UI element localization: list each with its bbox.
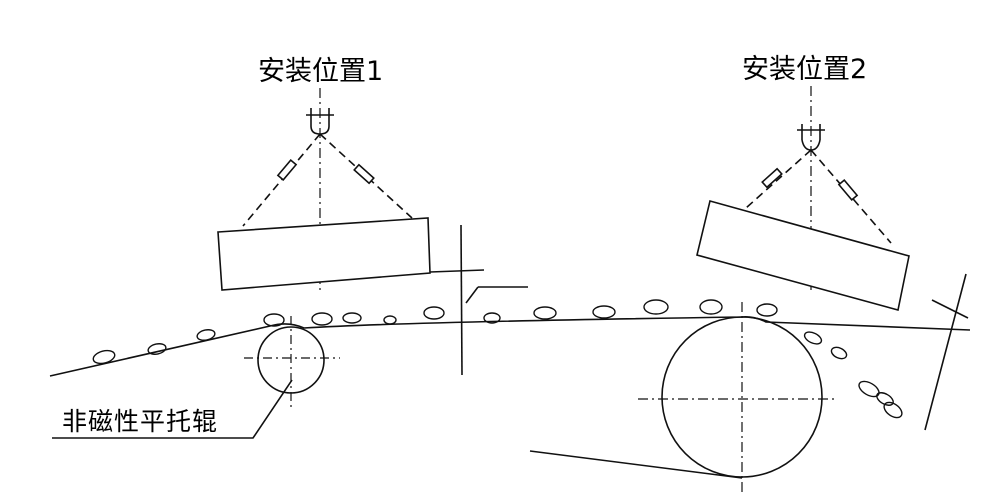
magnet-body-1 bbox=[217, 217, 431, 291]
idler-roller bbox=[52, 316, 340, 439]
chain-right-2 bbox=[810, 149, 892, 244]
reference-line-1 bbox=[460, 224, 463, 376]
head-pulley bbox=[638, 302, 838, 492]
installation-position-1-label: 安装位置1 bbox=[258, 56, 384, 87]
installation-position-2-label: 安装位置2 bbox=[742, 54, 868, 85]
material-particles bbox=[92, 299, 903, 419]
chain-right-1 bbox=[319, 133, 413, 219]
magnet-body-2 bbox=[696, 200, 910, 311]
turnbuckle-2b bbox=[837, 178, 859, 202]
reference-line-2 bbox=[924, 273, 967, 431]
turnbuckle-1b bbox=[353, 163, 375, 185]
leader-line-belt bbox=[465, 286, 479, 304]
non-magnetic-idler-label: 非磁性平托辊 bbox=[62, 407, 219, 436]
magnet-assembly-1 bbox=[217, 88, 528, 376]
chain-left-2 bbox=[745, 149, 812, 209]
leader-line-roller bbox=[52, 379, 293, 439]
conveyor-belt bbox=[49, 316, 971, 479]
belt-upper bbox=[49, 316, 971, 377]
chain-left-1 bbox=[242, 133, 321, 227]
magnet-assembly-2 bbox=[696, 86, 969, 431]
belt-return bbox=[529, 450, 743, 479]
turnbuckle-2a bbox=[761, 167, 783, 189]
turnbuckle-1a bbox=[276, 158, 298, 182]
